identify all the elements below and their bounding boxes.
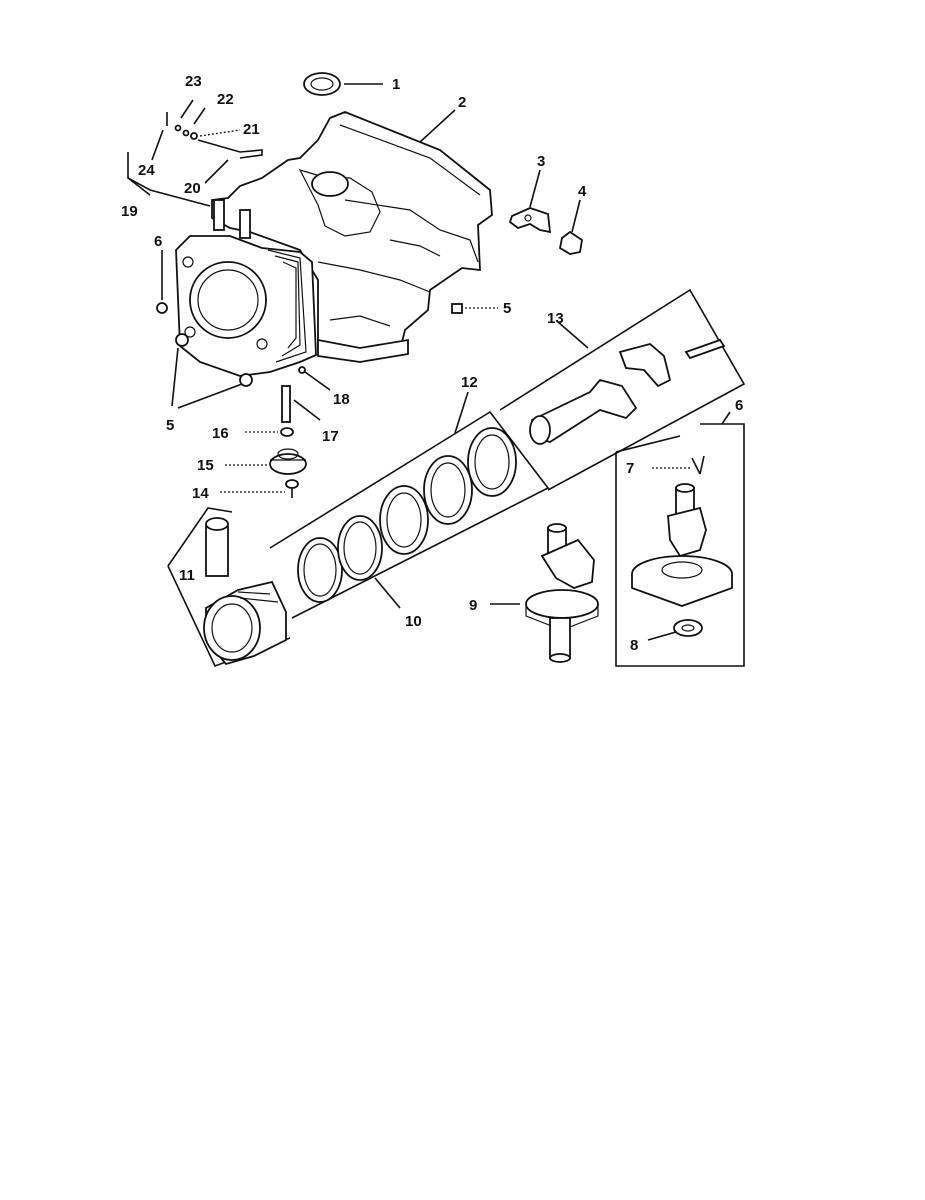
part-crankshaft (490, 523, 599, 663)
part-bracket (508, 169, 552, 234)
label-part-22: 22 (217, 91, 234, 108)
label-part-13: 13 (547, 310, 564, 327)
label-part-6-left: 6 (154, 233, 162, 250)
label-part-14: 14 (192, 485, 209, 502)
label-part-18: 18 (333, 391, 350, 408)
part-bolt-4 (558, 199, 583, 255)
part-plugs-5 (171, 303, 498, 409)
part-oil-seal (303, 72, 383, 96)
label-part-24: 24 (138, 162, 155, 179)
label-part-1: 1 (392, 76, 400, 93)
part-number-labels: 1 2 3 4 5 5 6 6 7 8 9 10 11 12 13 14 15 … (121, 73, 743, 654)
label-part-11: 11 (179, 567, 195, 584)
label-part-4: 4 (578, 183, 587, 200)
label-part-20: 20 (184, 180, 201, 197)
label-part-6-right: 6 (735, 397, 743, 414)
label-part-5-left: 5 (166, 417, 174, 434)
label-part-12: 12 (461, 374, 478, 391)
label-part-10: 10 (405, 613, 422, 630)
part-breather-assembly (127, 99, 263, 207)
part-governor-gear (225, 448, 307, 475)
part-piston-rings (269, 391, 550, 619)
part-piston-group (167, 507, 291, 668)
label-part-23: 23 (185, 73, 202, 90)
label-part-9: 9 (469, 597, 477, 614)
part-plug-6 (156, 250, 168, 314)
part-camshaft-group (615, 411, 745, 667)
part-connecting-rod (499, 288, 746, 491)
label-part-17: 17 (322, 428, 339, 445)
label-part-16: 16 (212, 425, 229, 442)
part-governor-shaft (245, 366, 331, 437)
label-part-8: 8 (630, 637, 638, 654)
label-part-2: 2 (458, 94, 466, 111)
label-part-21: 21 (243, 121, 260, 138)
part-crankcase-block (175, 109, 493, 377)
label-part-3: 3 (537, 153, 545, 170)
label-part-19: 19 (121, 203, 138, 220)
label-part-7: 7 (626, 460, 634, 477)
label-part-5-right: 5 (503, 300, 511, 317)
label-part-15: 15 (197, 457, 214, 474)
part-screw-14 (220, 479, 299, 498)
